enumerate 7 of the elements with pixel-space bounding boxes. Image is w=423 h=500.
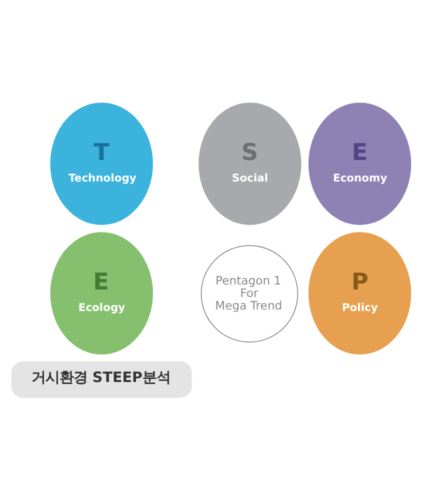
node-circle: Pentagon 1 For Mega Trend <box>200 245 298 342</box>
node-ellipse: S Social <box>198 102 302 225</box>
node-box: 거시환경 STEEP분석 <box>11 361 192 398</box>
node-ellipse: T Technology <box>50 102 153 225</box>
node-ellipse: P Policy <box>308 232 412 355</box>
node-ellipse: E Ecology <box>50 232 153 355</box>
node-ellipse: E Economy <box>308 102 412 225</box>
